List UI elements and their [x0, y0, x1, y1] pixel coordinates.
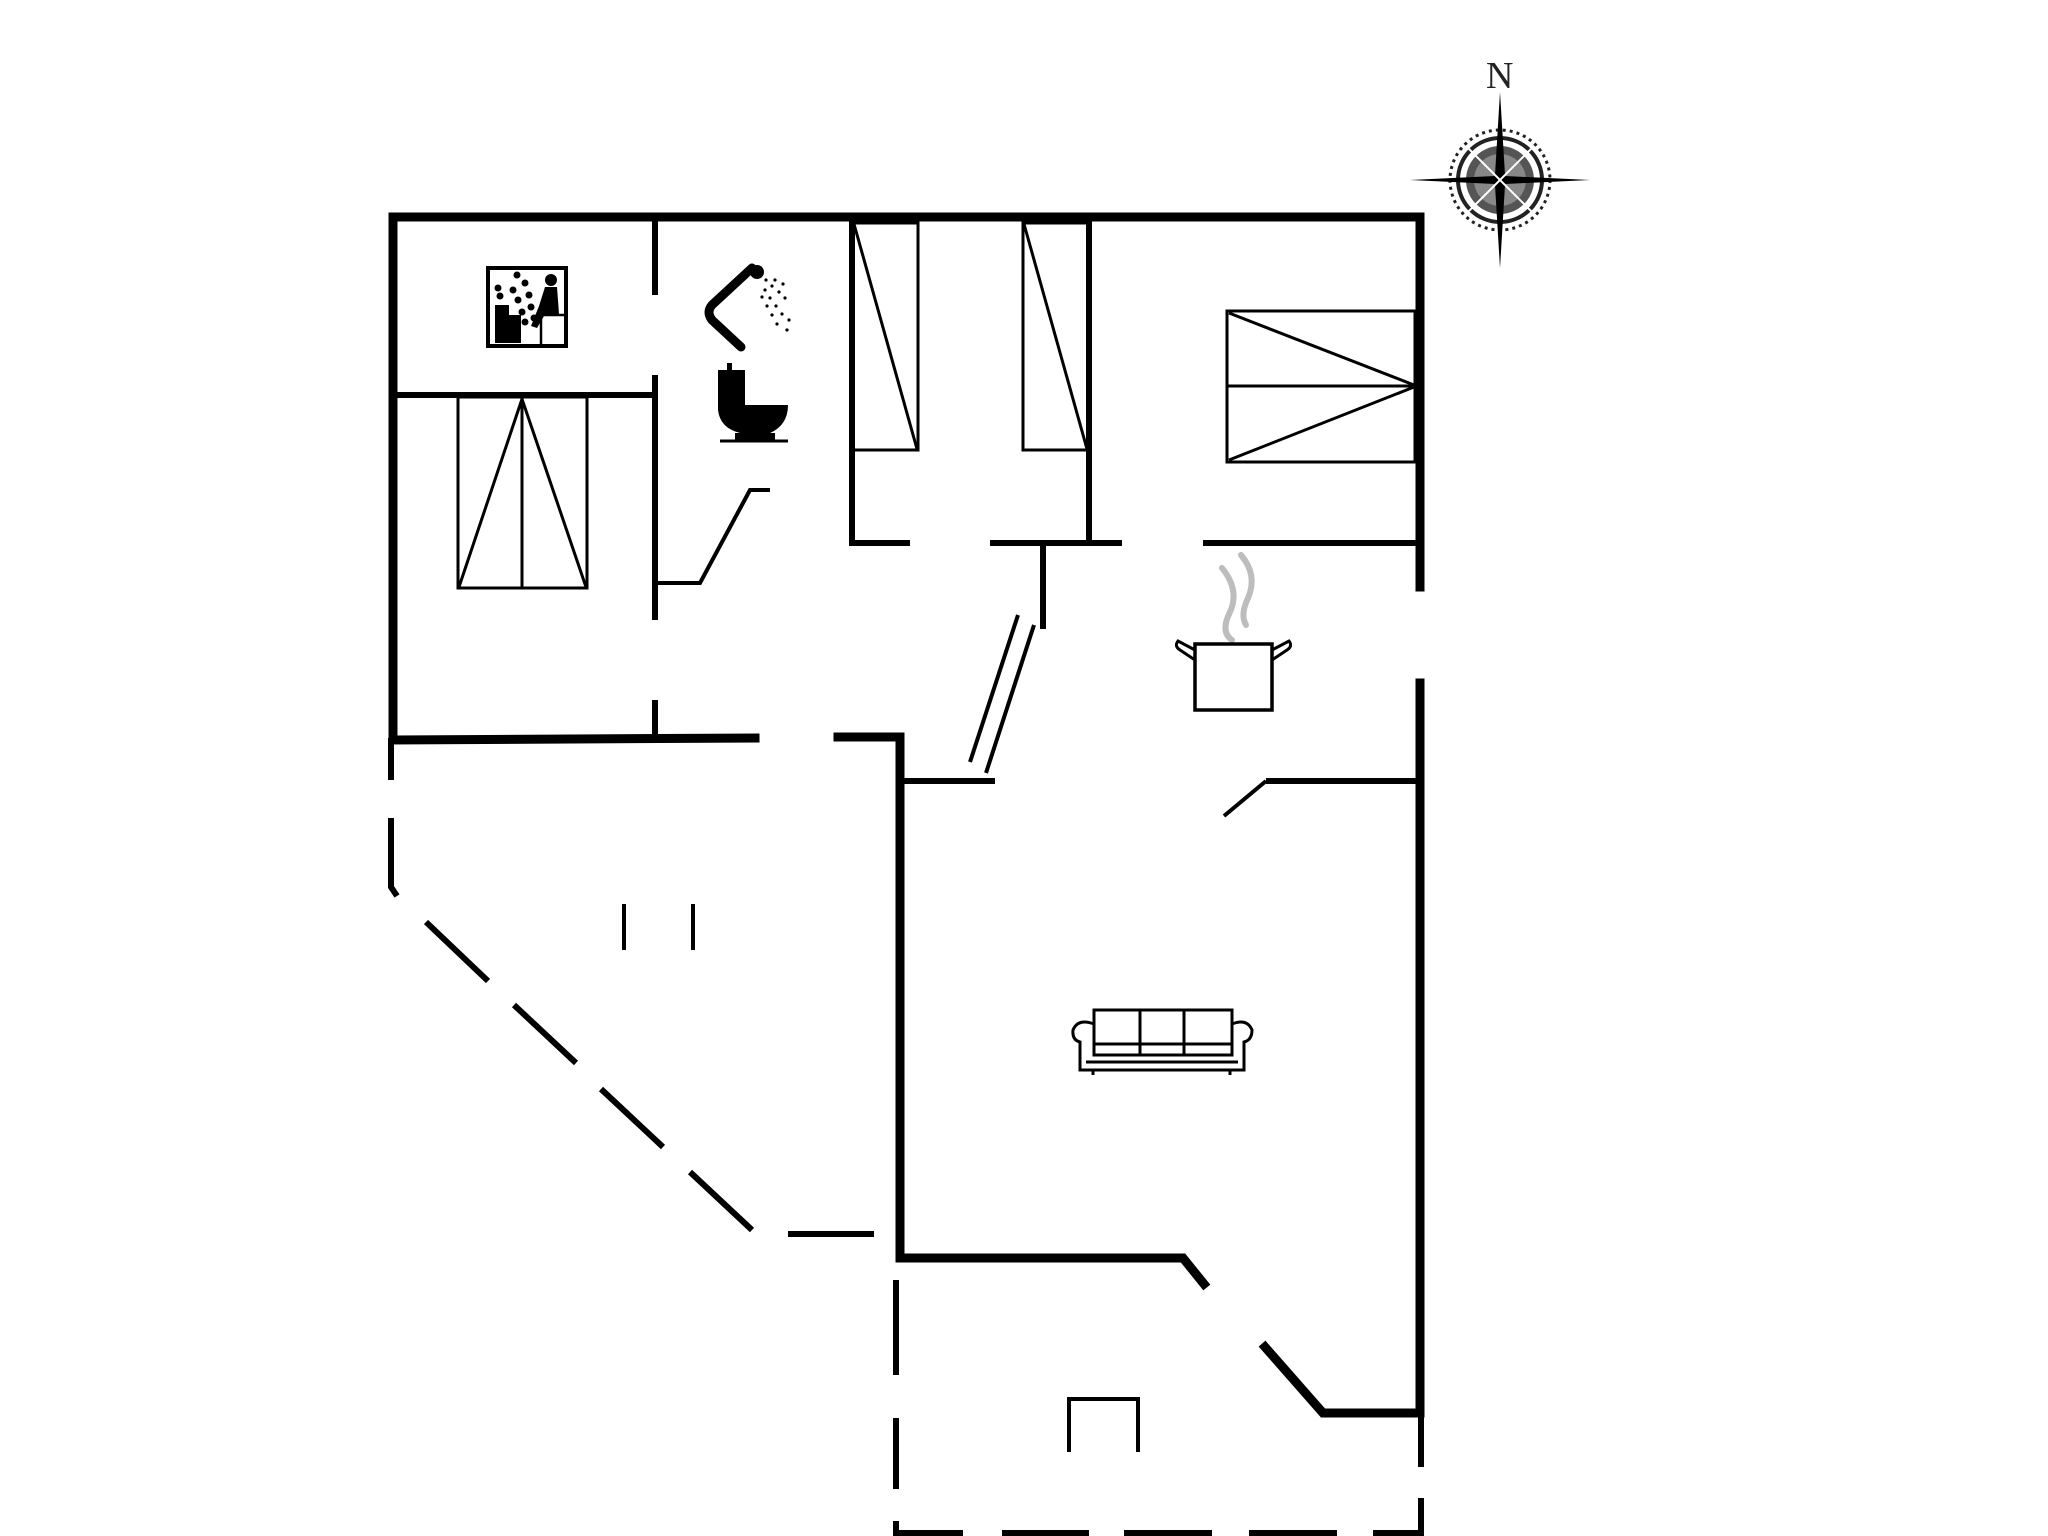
wardrobe-1 [851, 221, 920, 452]
double-bed-right [1225, 309, 1417, 464]
doors [657, 488, 1268, 818]
kitchen-door [1222, 779, 1268, 818]
sauna-icon [486, 266, 568, 348]
hallway-sliding-door-1 [968, 614, 1020, 763]
bench-icon [1067, 1397, 1140, 1452]
bathroom-door [657, 488, 770, 585]
double-bed-left [456, 395, 589, 590]
terrace-outline-bottom [893, 1280, 1424, 1536]
compass-rose-icon: N [1410, 55, 1590, 268]
cooking-pot-icon [1174, 552, 1293, 712]
exterior-walls [388, 212, 1425, 1467]
compass-north-label: N [1486, 55, 1513, 97]
wardrobe-2 [1021, 221, 1090, 452]
hallway-sliding-door-2 [984, 624, 1036, 774]
shower-icon [704, 263, 791, 352]
toilet-icon [718, 363, 788, 443]
sofa-icon [1071, 1008, 1254, 1075]
terrace-outline-left [388, 818, 874, 1237]
